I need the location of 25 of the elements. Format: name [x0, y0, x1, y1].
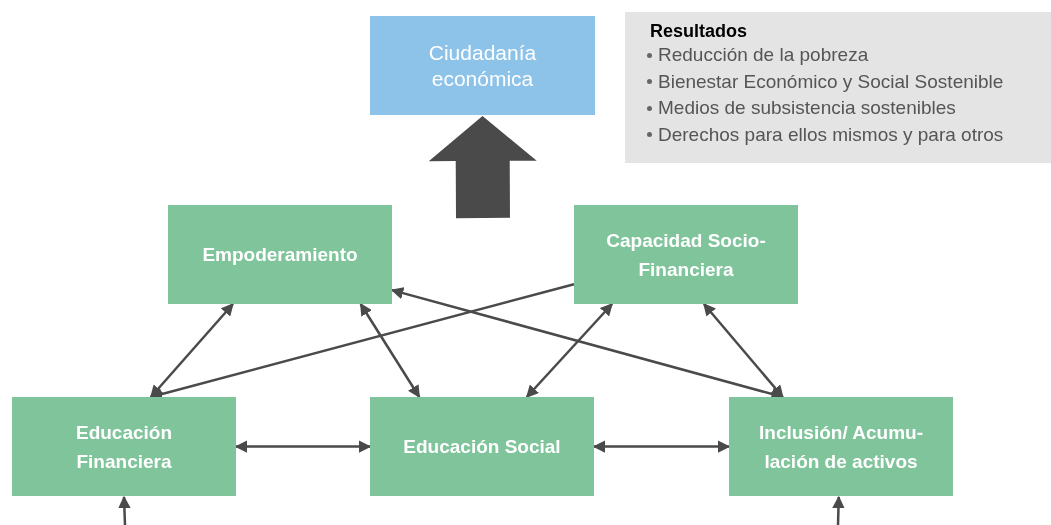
goal-box [370, 16, 595, 115]
arrow [118, 495, 131, 525]
node-label: Educación Financiera [74, 420, 174, 474]
node-label: Inclusión/ Acumu-lación de activos [758, 420, 924, 474]
arrow [149, 303, 234, 398]
concept-box [168, 205, 392, 304]
concept-box [12, 397, 236, 496]
list-item: Bienestar Económico y Social Sostenible [658, 69, 1004, 94]
list-item: Derechos para ellos mismos y para otros [658, 122, 1004, 147]
arrow [525, 303, 613, 398]
results-panel [625, 12, 1051, 163]
list-item: Medios de subsistencia sostenibles [658, 96, 956, 120]
arrow [832, 495, 845, 525]
concept-box [370, 397, 594, 496]
node-label: Ciudadanía económica [427, 39, 538, 92]
panel-heading: Resultados [649, 20, 748, 42]
node-label: Educación Social [403, 435, 561, 459]
concept-box [729, 397, 953, 496]
arrow [702, 303, 784, 398]
node-label: Empoderamiento [202, 243, 358, 267]
block-arrow [428, 116, 537, 219]
concept-box [574, 205, 798, 304]
arrow [359, 302, 421, 399]
list-item: Reducción de la pobreza [658, 43, 869, 67]
node-label: Capacidad Socio-Financiera [605, 228, 767, 282]
